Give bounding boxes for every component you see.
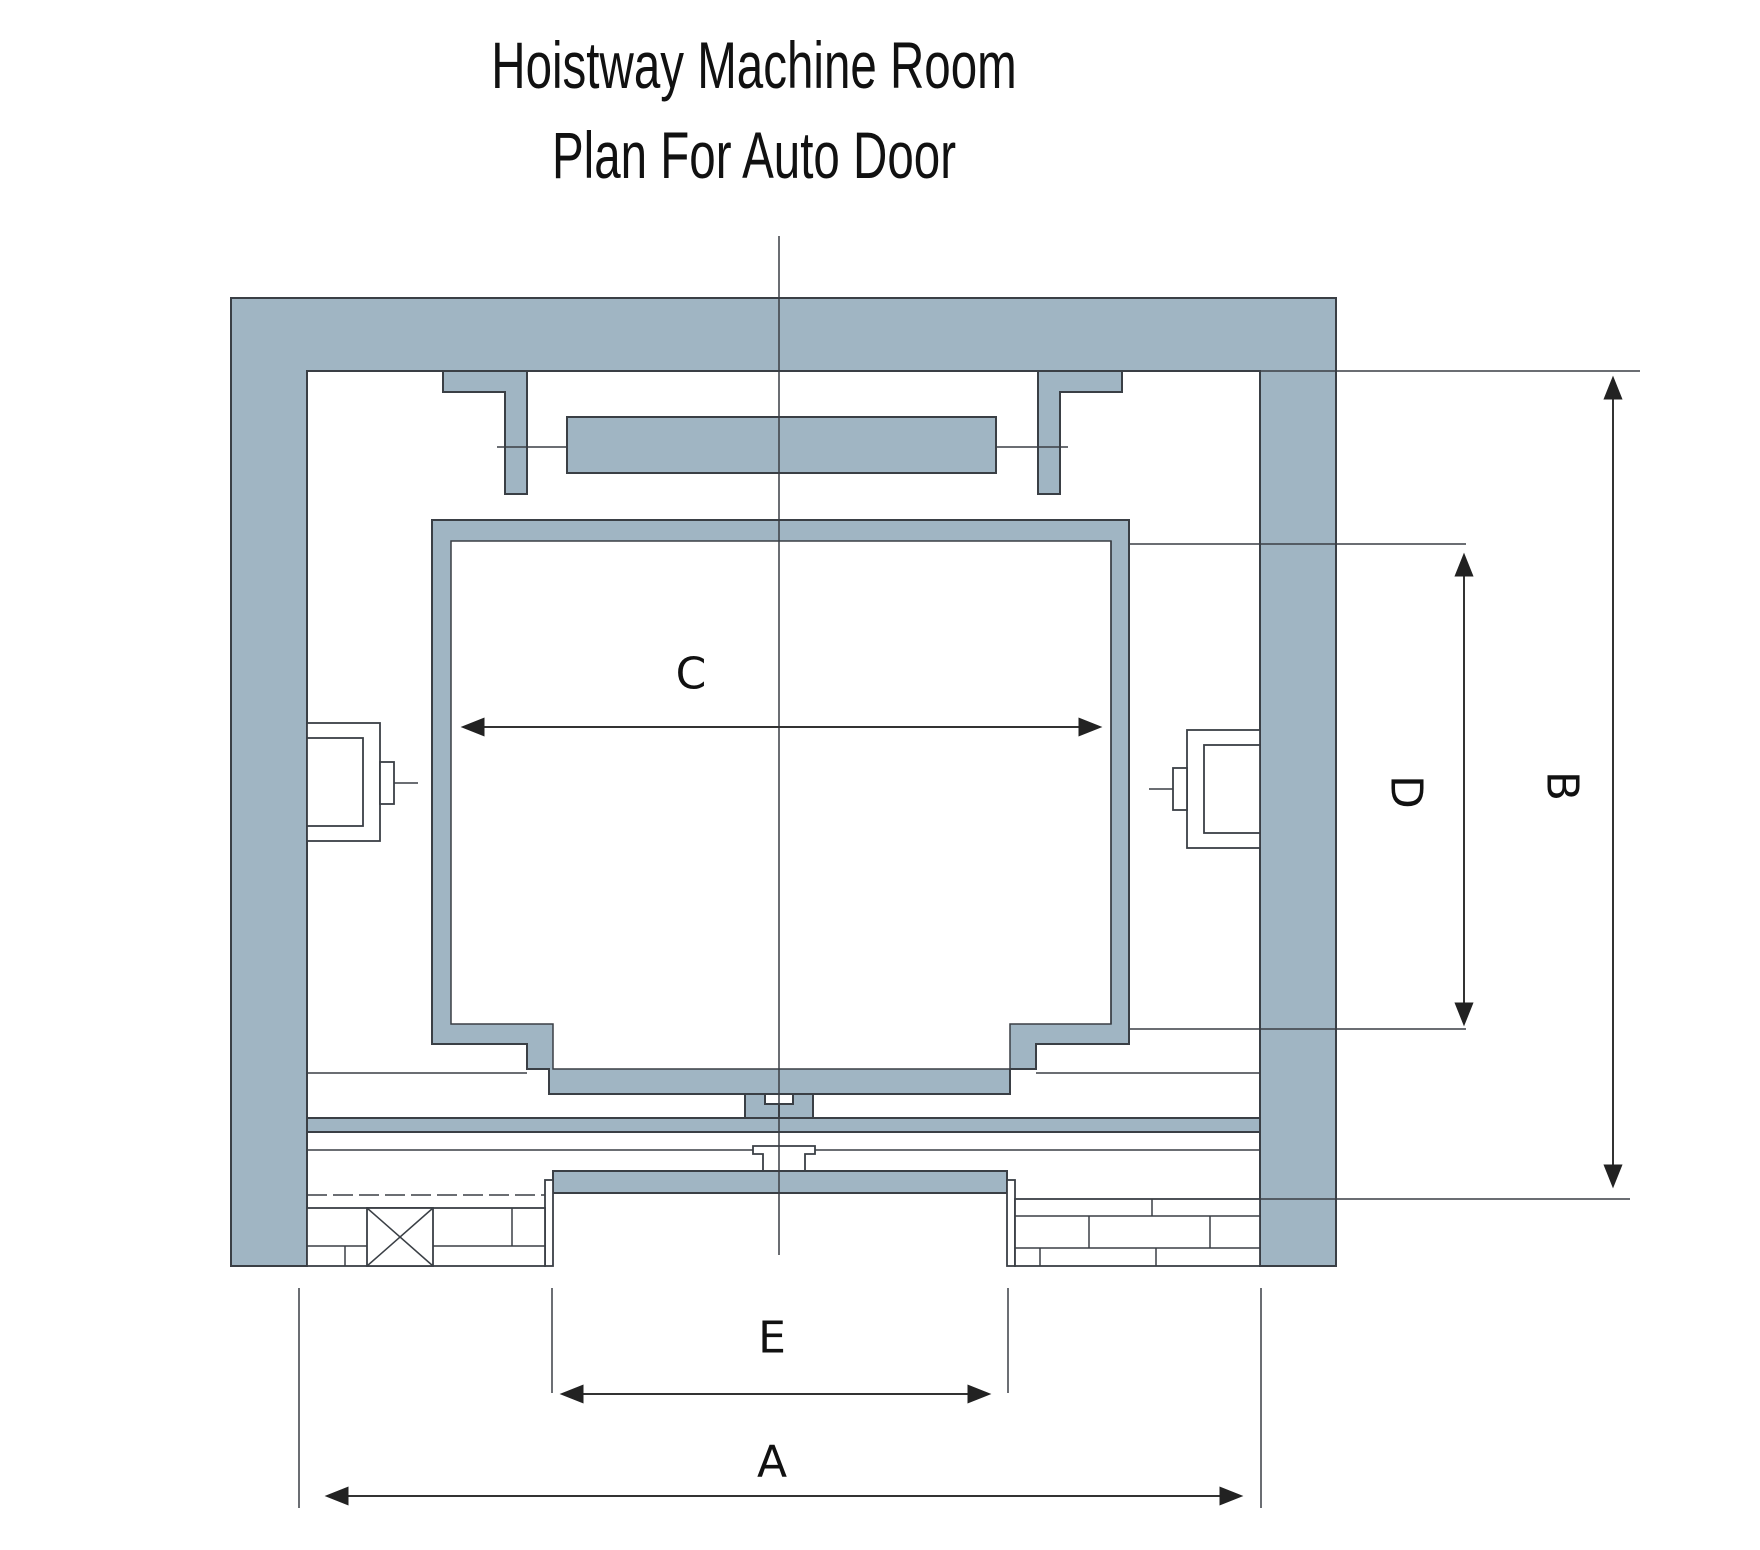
dimension-a-label: A bbox=[757, 1437, 787, 1488]
dimension-d-label: D bbox=[1381, 775, 1432, 809]
door-track bbox=[306, 1117, 1261, 1133]
front-wall-right bbox=[1014, 1198, 1261, 1267]
hall-sill bbox=[552, 1170, 1008, 1194]
hall-door-hanger bbox=[752, 1145, 816, 1172]
title-line-2: Plan For Auto Door bbox=[552, 119, 956, 192]
title-line-1: Hoistway Machine Room bbox=[491, 29, 1016, 102]
car-interior bbox=[450, 540, 1112, 1070]
left-jamb bbox=[544, 1179, 554, 1267]
counterweight bbox=[566, 416, 997, 474]
dimension-c-label: C bbox=[676, 649, 707, 700]
left-guide-shoe bbox=[306, 722, 418, 842]
front-wall-left bbox=[306, 1194, 546, 1267]
right-guide-shoe bbox=[1149, 729, 1261, 849]
right-rail-bracket bbox=[1037, 370, 1123, 495]
dimension-e-label: E bbox=[758, 1313, 786, 1364]
dimension-b-label: B bbox=[1537, 771, 1588, 801]
left-rail-bracket bbox=[442, 370, 528, 495]
right-jamb bbox=[1006, 1179, 1016, 1267]
